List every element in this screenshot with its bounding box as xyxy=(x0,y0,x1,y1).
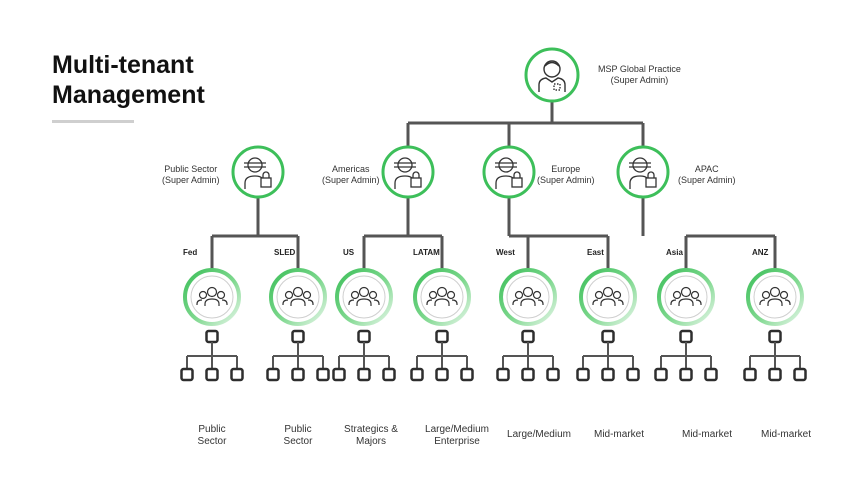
region-role: (Super Admin) xyxy=(322,175,380,185)
user-group-icon xyxy=(746,268,804,326)
user-group-icon xyxy=(499,268,557,326)
locked-user-icon xyxy=(616,145,670,199)
admin-user-icon xyxy=(524,47,580,103)
region-name: Americas xyxy=(332,164,370,174)
root-role: (Super Admin) xyxy=(610,75,669,85)
org-tree-icon xyxy=(496,329,560,382)
subregion-label-anz: ANZ xyxy=(752,248,769,257)
segment-line-1: Mid-market xyxy=(593,429,645,440)
user-group-icon xyxy=(269,268,327,326)
segment-line-1: Strategics & xyxy=(344,424,398,435)
org-tree-icon xyxy=(654,329,718,382)
region-label-apac: APAC (Super Admin) xyxy=(678,164,736,186)
root-label: MSP Global Practice (Super Admin) xyxy=(598,64,681,86)
user-group-icon xyxy=(335,268,393,326)
subregion-label-east: East xyxy=(587,248,604,257)
segment-label: Large/Medium xyxy=(507,429,571,441)
root-name: MSP Global Practice xyxy=(598,64,681,74)
user-group-icon xyxy=(579,268,637,326)
segment-label: Strategics &Majors xyxy=(344,424,398,448)
region-label-europe: Europe (Super Admin) xyxy=(537,164,595,186)
segment-line-1: Large/Medium xyxy=(425,424,489,435)
title-line-2: Management xyxy=(52,81,205,109)
page-title: Multi-tenant Management xyxy=(52,50,205,110)
segment-line-2: Enterprise xyxy=(434,436,480,447)
segment-label: Mid-market xyxy=(761,429,811,441)
segment-line-1: Public xyxy=(284,424,312,435)
subregion-label-latam: LATAM xyxy=(413,248,440,257)
region-name: Europe xyxy=(551,164,581,174)
region-role: (Super Admin) xyxy=(678,175,736,185)
org-tree-icon xyxy=(743,329,807,382)
title-underline xyxy=(52,120,134,123)
subregion-label-asia: Asia xyxy=(666,248,683,257)
segment-line-1: Mid-market xyxy=(681,429,733,440)
segment-line-2: Sector xyxy=(283,436,313,447)
region-label-public-sector: Public Sector (Super Admin) xyxy=(162,164,220,186)
segment-line-1: Mid-market xyxy=(760,429,812,440)
locked-user-icon xyxy=(482,145,536,199)
org-tree-icon xyxy=(332,329,396,382)
subregion-label-fed: Fed xyxy=(183,248,198,257)
segment-line-2: Sector xyxy=(197,436,227,447)
org-tree-icon xyxy=(266,329,330,382)
segment-line-1: Public xyxy=(198,424,226,435)
org-tree-icon xyxy=(180,329,244,382)
locked-user-icon xyxy=(231,145,285,199)
region-label-americas: Americas (Super Admin) xyxy=(322,164,380,186)
region-role: (Super Admin) xyxy=(162,175,220,185)
subregion-label-us: US xyxy=(343,248,355,257)
region-role: (Super Admin) xyxy=(537,175,595,185)
subregion-label-sled: SLED xyxy=(274,248,296,257)
segment-line-2: Majors xyxy=(355,436,387,447)
segment-line-1: Large/Medium xyxy=(507,429,571,440)
region-name: Public Sector xyxy=(164,164,218,174)
org-tree-icon xyxy=(410,329,474,382)
region-name: APAC xyxy=(694,164,719,174)
connector-lines xyxy=(210,101,777,270)
user-group-icon xyxy=(183,268,241,326)
subregion-label-west: West xyxy=(496,248,515,257)
title-line-1: Multi-tenant xyxy=(52,51,194,79)
org-tree-icon xyxy=(576,329,640,382)
user-group-icon xyxy=(413,268,471,326)
user-group-icon xyxy=(657,268,715,326)
locked-user-icon xyxy=(381,145,435,199)
segment-label: Mid-market xyxy=(682,429,732,441)
segment-label: Mid-market xyxy=(594,429,644,441)
